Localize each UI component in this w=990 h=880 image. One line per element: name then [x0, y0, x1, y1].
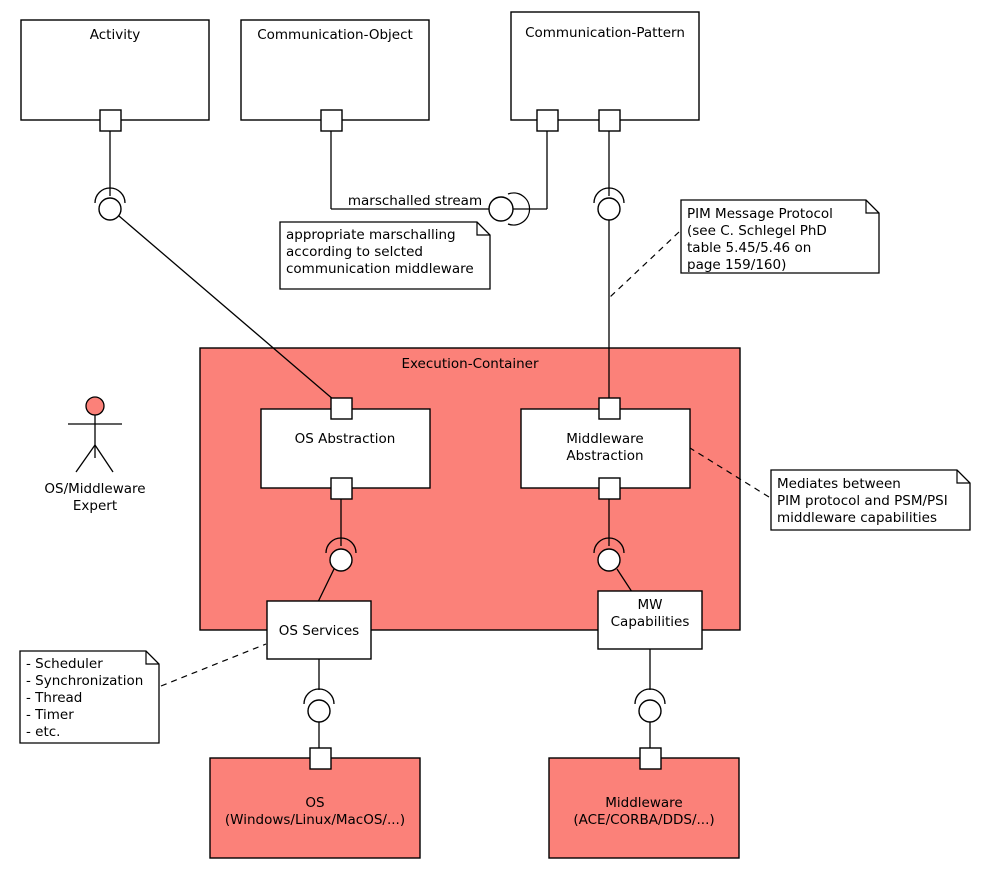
port-os-abstraction-top[interactable]: [330, 397, 353, 420]
middleware-platform-label2: (ACE/CORBA/DDS/...): [573, 812, 714, 828]
note-mediates-line-2: PIM protocol and PSM/PSI: [777, 493, 948, 509]
os-platform-label: OS: [305, 795, 324, 811]
note-mediates-fold: [956, 470, 970, 484]
note-pim-line-3: table 5.45/5.46 on: [687, 240, 811, 256]
note-os-list-line-3: - Thread: [26, 690, 82, 706]
socket-mw-capabilities: [593, 537, 625, 554]
note-pim-message-protocol[interactable]: [680, 199, 880, 274]
note-pim-line-1: PIM Message Protocol: [687, 206, 833, 222]
note-marschalling-fold: [476, 222, 490, 236]
note-pim-line-2: (see C. Schlegel PhD: [687, 223, 827, 239]
os-platform-label2: (Windows/Linux/MacOS/...): [225, 812, 405, 828]
middleware-abstraction-label: Middleware: [566, 431, 643, 447]
note-os-list-line-1: - Scheduler: [26, 656, 103, 672]
os-services-label: OS Services: [279, 623, 359, 639]
communication-object-label: Communication-Object: [257, 27, 413, 43]
note-marschalling-line-3: communication middleware: [286, 261, 474, 277]
note-pim-fold: [865, 200, 879, 214]
note-os-list-fold: [145, 651, 159, 665]
os-abstraction-label: OS Abstraction: [295, 431, 396, 447]
note-mediates-line-3: middleware capabilities: [777, 510, 937, 526]
note-pim-line-4: page 159/160): [687, 257, 786, 273]
note-os-list-line-2: - Synchronization: [26, 673, 143, 689]
link-ball-to-os-services: [317, 568, 335, 603]
middleware-platform-label: Middleware: [605, 795, 682, 811]
ball-mw-capabilities: [597, 548, 621, 572]
port-os-platform-top[interactable]: [309, 747, 332, 770]
note-os-list-line-5: - etc.: [26, 724, 60, 740]
activity-label: Activity: [90, 27, 141, 43]
note-anchor-pim: [608, 231, 680, 299]
actor-name-line2: Expert: [73, 498, 117, 514]
socket-os-platform: [303, 688, 335, 705]
note-marschalling-line-2: according to selcted: [286, 244, 423, 260]
ball-pattern-right: [597, 197, 621, 221]
note-marschalling-line-1: appropriate marschalling: [286, 227, 456, 243]
note-os-services-list[interactable]: [19, 650, 160, 744]
communication-pattern-label: Communication-Pattern: [525, 25, 685, 41]
component-os-services[interactable]: [266, 600, 372, 660]
middleware-abstraction-label2: Abstraction: [566, 448, 643, 464]
execution-container-label: Execution-Container: [401, 356, 539, 372]
actor-name-line1: OS/Middleware: [44, 481, 145, 497]
mw-capabilities-label: MW: [638, 597, 663, 613]
port-middleware-abstraction-top[interactable]: [598, 397, 621, 420]
port-middleware-platform-top[interactable]: [639, 747, 662, 770]
note-mediates-line-1: Mediates between: [777, 476, 901, 492]
link-ball-activity-to-os-abstraction: [118, 215, 342, 407]
actor-os-middleware-expert[interactable]: [68, 396, 122, 473]
note-marschalling[interactable]: [279, 221, 491, 290]
component-communication-object[interactable]: [240, 19, 430, 121]
component-os-abstraction[interactable]: [260, 408, 431, 489]
mw-capabilities-label2: Capabilities: [611, 614, 690, 630]
component-os-platform[interactable]: [209, 757, 421, 859]
note-mediates[interactable]: [770, 469, 971, 531]
ball-middleware-platform: [638, 699, 662, 723]
port-communication-pattern-left[interactable]: [536, 109, 559, 132]
component-execution-container[interactable]: [199, 347, 741, 631]
port-communication-object-bottom[interactable]: [320, 109, 343, 132]
socket-os-services: [325, 537, 357, 554]
ball-os-services: [329, 548, 353, 572]
port-middleware-abstraction-bottom[interactable]: [598, 477, 621, 500]
ball-activity: [98, 197, 122, 221]
component-mw-capabilities[interactable]: [597, 590, 703, 650]
marschalled-stream-label: marschalled stream: [348, 193, 482, 209]
port-activity-bottom[interactable]: [99, 109, 122, 132]
component-middleware-platform[interactable]: [548, 757, 740, 859]
component-activity[interactable]: [20, 19, 210, 121]
note-anchor-os-services: [160, 643, 267, 687]
note-anchor-mediates: [689, 447, 770, 498]
ball-os-platform: [307, 699, 331, 723]
socket-pattern-right: [593, 187, 625, 204]
ball-marschalled-stream: [488, 196, 514, 222]
component-communication-pattern[interactable]: [510, 11, 700, 121]
socket-middleware-platform: [634, 688, 666, 705]
socket-activity: [94, 187, 126, 204]
port-os-abstraction-bottom[interactable]: [330, 477, 353, 500]
note-os-list-line-4: - Timer: [26, 707, 74, 723]
actor-head: [85, 396, 105, 416]
port-communication-pattern-right[interactable]: [598, 109, 621, 132]
